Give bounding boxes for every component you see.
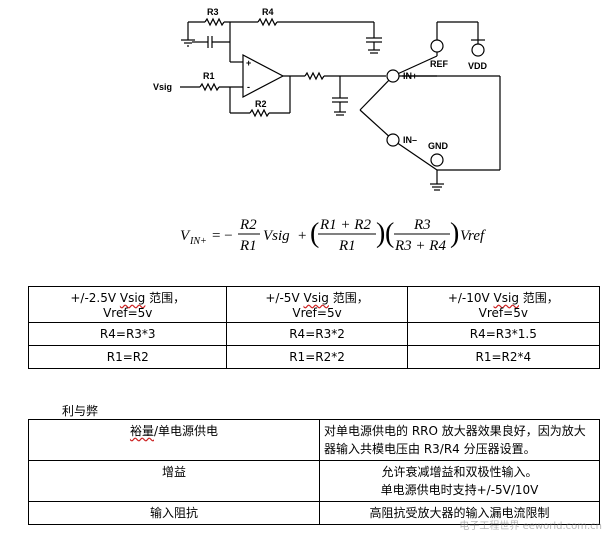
table-cell: R4=R3*3 [27,322,228,346]
label-ref: REF [430,59,449,69]
svg-text:): ) [376,218,385,249]
circuit-diagram: R3 R4 R1 R2 Vsig + - IN+ IN– REF VDD GND [153,7,501,191]
op-amp [242,54,285,98]
label-in-plus: IN+ [403,71,417,81]
frac1-den: R1 [239,238,257,254]
formula-eq: = − [212,228,233,244]
formula-lhs-sub: IN+ [189,236,207,247]
pros-cons-table: 裕量/单电源供电 对单电源供电的 RRO 放大器效果良好，因为放大器输入共模电压… [28,419,600,525]
label-r4: R4 [262,7,274,17]
table-row: 增益 允许衰减增益和双极性输入。 单电源供电时支持+/-5V/10V [28,460,600,502]
frac2-den: R1 [338,238,356,254]
watermark-logo: 电子工程世界 eeworld.com.cn [459,521,602,532]
range-config-table: +/-2.5V Vsig 范围， Vref=5v +/-5V Vsig 范围， … [27,286,601,369]
frac1-num: R2 [239,218,257,233]
table-cell: 允许衰减增益和双极性输入。 单电源供电时支持+/-5V/10V [319,460,600,502]
table-row: R4=R3*3 R4=R3*2 R4=R3*1.5 [27,322,601,346]
r-output-resistor [304,71,325,81]
table-cell: R1=R2 [27,345,228,369]
table-row: 裕量/单电源供电 对单电源供电的 RRO 放大器效果良好，因为放大器输入共模电压… [28,419,600,461]
gnd-terminal [430,153,444,167]
pros-cons-title: 利与弊 [62,404,99,418]
table-cell: R4=R3*1.5 [406,322,601,346]
table-cell: +/-5V Vsig 范围， Vref=5v [226,286,408,323]
label-vsig: Vsig [153,82,172,92]
label-r3: R3 [207,7,219,17]
table-cell: 输入阻抗 [28,501,320,525]
frac3-num: R3 [413,218,431,233]
label-r2: R2 [255,99,267,109]
formula-vref: Vref [460,228,486,244]
table-cell: 裕量/单电源供电 [28,419,320,461]
in-minus-terminal [386,133,400,147]
table-row: R1=R2 R1=R2*2 R1=R2*4 [27,345,601,369]
formula-vsig: Vsig [263,228,290,244]
label-gnd: GND [428,141,449,151]
table-cell: 高阻抗受放大器的输入漏电流限制 [319,501,600,525]
label-vdd: VDD [468,61,488,71]
label-op-minus: - [247,82,250,92]
table-cell: R1=R2*4 [406,345,601,369]
label-op-plus: + [246,58,251,68]
table-cell: R1=R2*2 [226,345,408,369]
svg-text:(: ( [385,218,394,249]
r1-resistor [199,82,220,92]
r3-resistor [204,17,225,27]
formula-plus: + [298,228,306,244]
table-row: +/-2.5V Vsig 范围， Vref=5v +/-5V Vsig 范围， … [27,286,601,323]
table-row: 输入阻抗 高阻抗受放大器的输入漏电流限制 [28,501,600,525]
table-cell: 增益 [28,460,320,502]
label-r1: R1 [203,71,215,81]
in-plus-terminal [386,69,400,83]
r4-resistor [257,17,278,27]
frac2-num: R1 + R2 [319,218,371,233]
ref-terminal [430,39,444,53]
vdd-terminal [471,43,485,57]
svg-text:): ) [450,218,459,249]
table-cell: +/-10V Vsig 范围， Vref=5v [406,286,601,323]
svg-text:(: ( [310,218,319,249]
r2-resistor [249,108,270,118]
table-cell: R4=R3*2 [226,322,408,346]
formula-lhs: V [180,228,191,244]
table-cell: 对单电源供电的 RRO 放大器效果良好，因为放大器输入共模电压由 R3/R4 分… [319,419,600,461]
table-cell: +/-2.5V Vsig 范围， Vref=5v [27,286,228,323]
frac3-den: R3 + R4 [394,238,446,254]
vin-formula: V IN+ = − R2 R1 Vsig + ( R1 + R2 R1 ) ( … [180,218,486,254]
label-in-minus: IN– [403,135,417,145]
